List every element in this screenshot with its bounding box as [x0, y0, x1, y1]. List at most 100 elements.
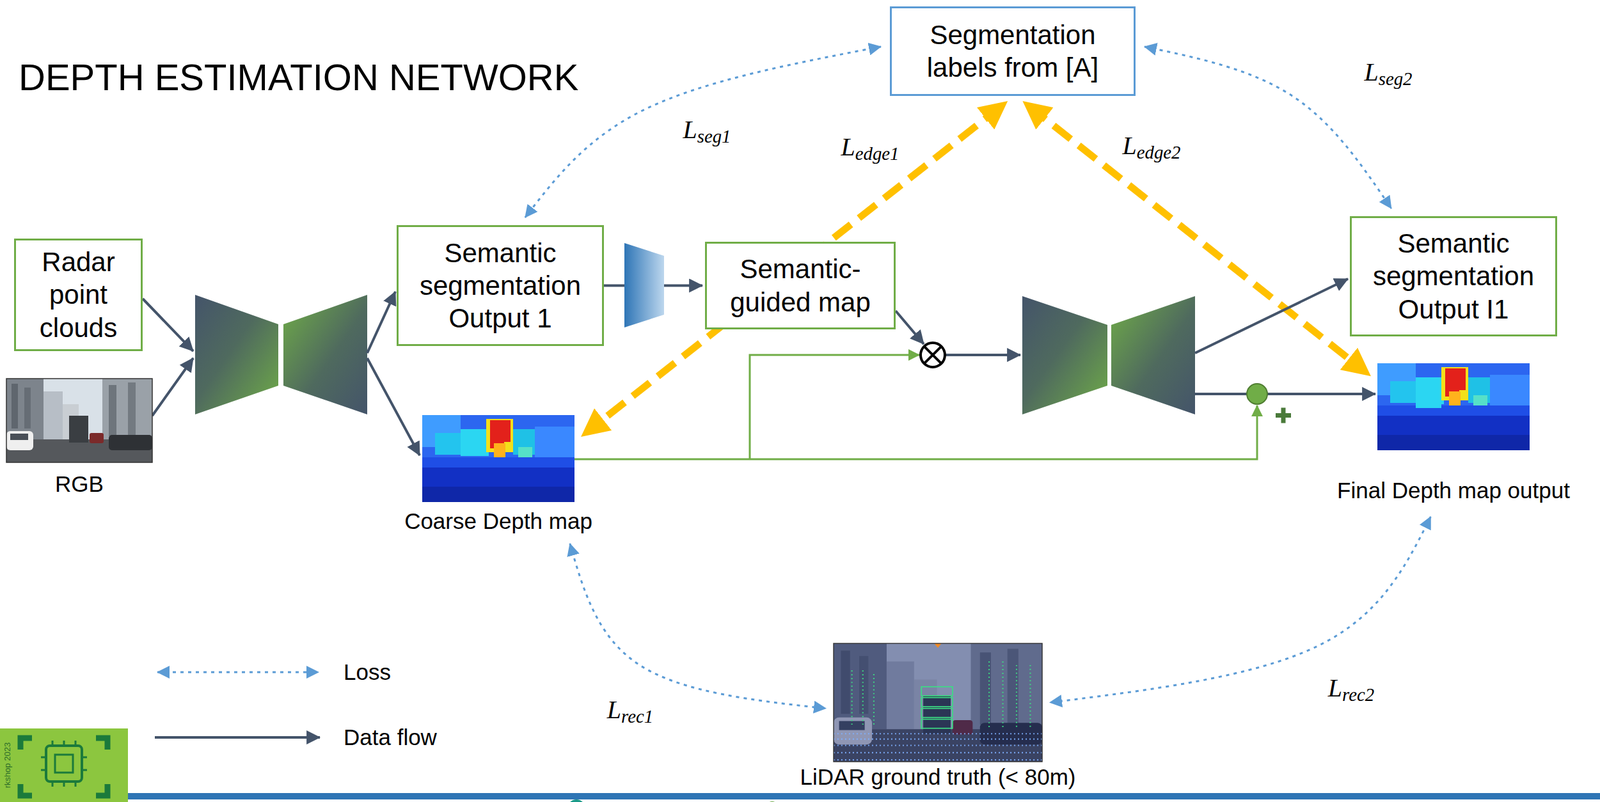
lidar-picture [833, 752, 1043, 754]
box-text: Radar point clouds [22, 245, 135, 345]
rgb-photo [6, 378, 153, 463]
depth-map-picture [422, 415, 575, 503]
segmentation-output-box: Semantic segmentation Output 1 [396, 225, 604, 347]
lidar-picture [1029, 665, 1031, 730]
logo [20, 738, 108, 796]
lidar-picture [1015, 665, 1018, 730]
skip-connection [749, 355, 920, 460]
image-frame [422, 415, 575, 503]
footer-bar [127, 793, 1600, 802]
lidar-picture [833, 643, 1043, 762]
lidar-picture [833, 738, 1043, 741]
lidar-picture [852, 661, 1031, 730]
depth-map-picture [422, 415, 575, 503]
lidar-picture [921, 697, 953, 707]
legend-entry: Loss [343, 659, 391, 686]
image-frame [1377, 363, 1530, 450]
rgb-photo [6, 378, 153, 463]
legend-entry: Data flow [343, 724, 437, 751]
image-caption: Coarse Depth map [404, 508, 593, 535]
depth-map-picture [1377, 363, 1530, 451]
depth-map-image: Final Depth map output [1377, 363, 1530, 450]
box-text: Semantic segmentation Output 1 [404, 236, 596, 336]
box-text: Segmentation labels from [A] [898, 18, 1128, 84]
lidar-picture [921, 719, 953, 729]
legend-sample [154, 672, 320, 738]
diagram-title: DEPTH ESTIMATION NETWORK [18, 55, 579, 99]
watermark-text: rkshop 2023 [3, 742, 13, 789]
lidar-picture [934, 643, 942, 649]
lidar-picture [851, 670, 853, 725]
multiply-symbol [920, 342, 945, 368]
loss-connector [1144, 46, 1392, 209]
depth-map-image: Coarse Depth map [422, 415, 575, 503]
box-text: Semantic segmentation Output I1 [1358, 227, 1549, 326]
loss-label: Lseg1 [679, 114, 734, 148]
logo [0, 728, 128, 802]
legend-text: Loss [343, 659, 391, 685]
lidar-picture [921, 687, 953, 697]
legend-text: Data flow [343, 724, 437, 750]
lidar-picture [833, 643, 1043, 762]
data-flow-arrow [367, 358, 420, 456]
data-flow-arrow [142, 298, 194, 352]
encoder-decoder [283, 294, 368, 415]
projection-block [624, 243, 665, 328]
lidar-picture [833, 759, 1043, 761]
logo [55, 754, 73, 773]
lidar-picture [833, 643, 1043, 762]
loss-label: Lrec2 [1324, 673, 1378, 707]
lidar-picture [833, 733, 1043, 761]
lidar-picture [1001, 661, 1004, 730]
lidar-picture [862, 670, 864, 725]
sum-symbol [1246, 383, 1268, 405]
data-flow-arrow [1195, 278, 1348, 354]
box-text: Semantic-guided map [713, 252, 888, 318]
image-frame [833, 643, 1043, 762]
input-box: Radar point clouds [14, 238, 143, 352]
encoder-decoder [195, 294, 279, 415]
lidar-picture [833, 744, 1043, 746]
lidar-image: LiDAR ground truth (< 80m) [833, 643, 1043, 762]
data-flow-arrow [152, 358, 194, 416]
rgb-image: RGB [6, 378, 153, 463]
data-flow-arrow [1195, 392, 1247, 396]
depth-map-picture [1415, 401, 1442, 409]
image-caption: RGB [55, 471, 104, 498]
loss-connector [570, 543, 826, 709]
lidar-picture [988, 661, 990, 730]
projection-block [624, 243, 665, 328]
skip-connection [574, 405, 1258, 460]
lidar-picture [873, 674, 875, 725]
loss-label: Ledge1 [837, 131, 903, 166]
encoder-decoder [195, 294, 1196, 415]
depth-map-picture [1377, 363, 1530, 451]
lidar-picture [921, 708, 953, 718]
legend-sample [157, 671, 319, 674]
image-frame [6, 378, 153, 463]
sum-symbol [1281, 408, 1286, 424]
edge-loss-connector [586, 105, 1002, 432]
multiply-symbol [924, 346, 942, 365]
legend-sample [154, 736, 320, 739]
guided-map-box: Semantic-guided map [704, 241, 896, 330]
data-flow-arrow [895, 310, 924, 345]
data-flow-arrow [945, 353, 1021, 357]
image-caption: Final Depth map output [1337, 477, 1570, 504]
data-flow-arrow [1267, 392, 1376, 396]
footer-bar [567, 799, 586, 802]
lidar-picture [833, 733, 1043, 735]
loss-label: Lrec1 [603, 694, 657, 729]
label-source-box: Segmentation labels from [A] [889, 6, 1136, 96]
loss-label: Ledge2 [1118, 130, 1184, 164]
sum-symbol [1246, 383, 1292, 424]
logo [46, 745, 82, 782]
logo [0, 728, 128, 802]
footer-bar [127, 793, 1600, 800]
skip-connection [574, 355, 1258, 460]
image-caption: LiDAR ground truth (< 80m) [800, 764, 1077, 791]
lidar-picture [921, 687, 953, 729]
loss-label: Lseg2 [1360, 56, 1416, 91]
multiply-symbol [920, 342, 945, 368]
